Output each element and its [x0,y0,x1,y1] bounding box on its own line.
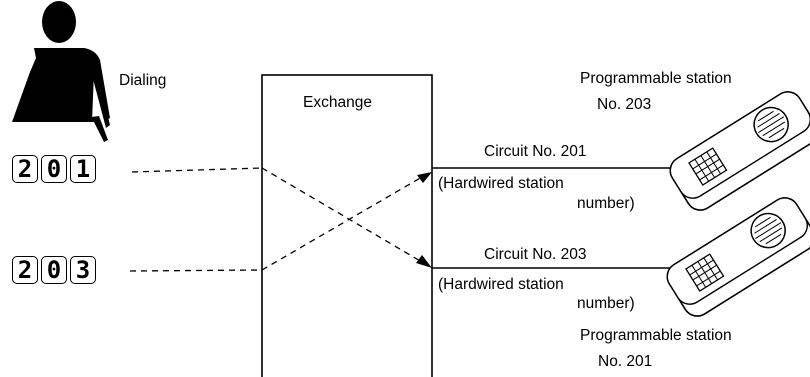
top-station-title: Programmable station [580,70,732,88]
dial-keys-bottom: 2 0 3 [12,256,96,284]
dial-key: 3 [70,256,96,284]
dial-key: 1 [70,155,96,183]
telephone-icon [665,87,810,216]
hardwired-bottom-line2: number) [577,295,635,313]
hardwired-top-line2: number) [577,195,635,213]
dial-key: 2 [12,155,38,183]
dial-keys-top: 2 0 1 [12,155,96,183]
bottom-station-number: No. 201 [598,353,652,371]
dial-line-bottom [130,270,262,271]
circuit-bottom-label: Circuit No. 203 [484,246,587,264]
route-203-to-201 [262,177,422,270]
dial-lines [130,168,422,271]
exchange-box [262,75,432,377]
bottom-station-title: Programmable station [580,327,732,345]
route-arrowheads [416,172,432,268]
circuit-top-label: Circuit No. 201 [484,143,587,161]
dial-line-top [132,168,262,172]
hardwired-top-line1: (Hardwired station [438,175,564,193]
route-201-to-203 [262,168,422,262]
dial-key: 0 [41,256,67,284]
dial-key: 2 [12,256,38,284]
exchange-label: Exchange [303,94,372,112]
top-station-number: No. 203 [597,96,651,114]
dial-key: 0 [41,155,67,183]
person-icon [12,1,110,142]
telephone-icon [662,193,810,322]
dialing-label: Dialing [119,72,166,90]
hardwired-bottom-line1: (Hardwired station [438,276,564,294]
